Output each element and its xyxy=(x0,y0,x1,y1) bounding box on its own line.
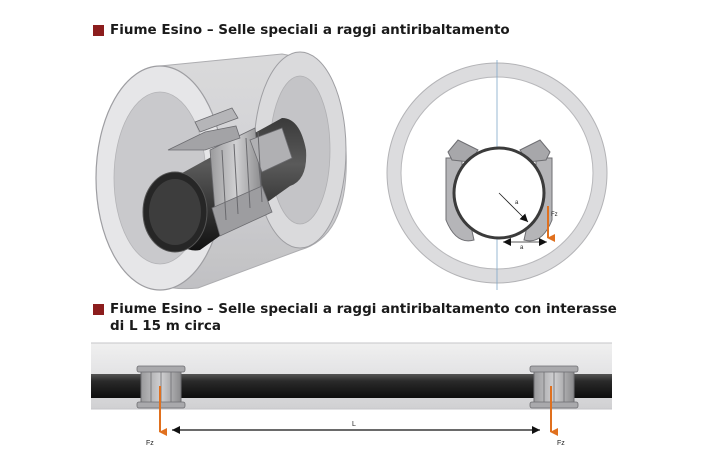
fz-label-section: Fz xyxy=(551,212,558,218)
radius-label: a xyxy=(515,200,519,206)
heading-bullet xyxy=(93,25,104,36)
cross-section-view: a a Fz xyxy=(386,60,608,290)
pipe-end-inner xyxy=(149,179,201,245)
longitudinal-view: Fz Fz L xyxy=(91,342,612,447)
offset-label: a xyxy=(520,245,524,251)
heading-bullet xyxy=(93,304,104,315)
spacing-label: L xyxy=(352,421,356,428)
saddle-assembly-3d xyxy=(167,107,293,237)
heading-text-1: Fiume Esino – Selle speciali a raggi ant… xyxy=(110,22,510,38)
section-heading-2: Fiume Esino – Selle speciali a raggi ant… xyxy=(93,301,633,335)
saddle-right xyxy=(529,365,579,409)
fz-label-right: Fz xyxy=(557,440,565,447)
heading-text-2: Fiume Esino – Selle speciali a raggi ant… xyxy=(110,301,617,334)
radius-dimension-line xyxy=(498,192,529,223)
fz-label-left: Fz xyxy=(146,440,154,447)
isometric-tunnel-view xyxy=(95,51,347,291)
section-heading-1: Fiume Esino – Selle speciali a raggi ant… xyxy=(93,22,510,39)
